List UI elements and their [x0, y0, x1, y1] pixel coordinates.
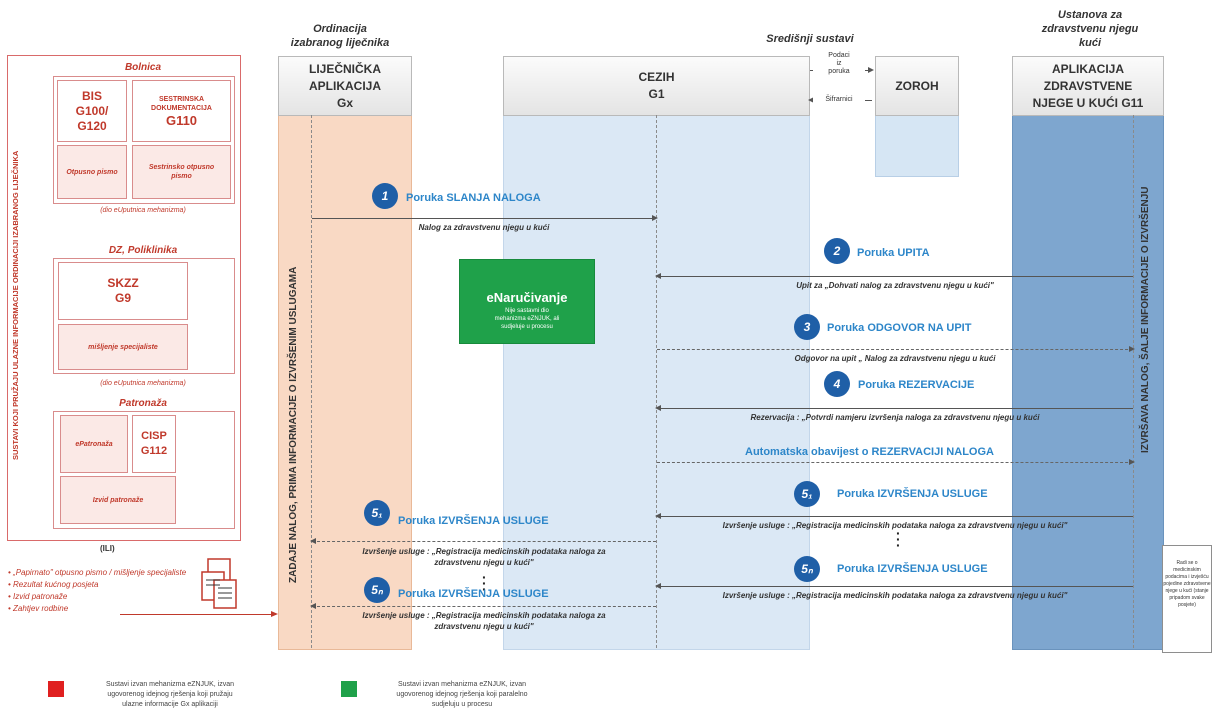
sestrinska-label: SESTRINSKA DOKUMENTACIJA	[151, 95, 212, 112]
patronaza-title: Patronaža	[119, 398, 167, 409]
legend-red-swatch	[48, 681, 64, 697]
step-4-circle: 4	[824, 371, 850, 397]
dio-euputnica-2: (dio eUputnica mehanizma)	[100, 380, 186, 387]
sredisnji-header: Središnji sustavi	[766, 33, 854, 45]
ustanova-header: Ustanova za zdravstvenu njegu kući	[1041, 9, 1139, 49]
zoroh-column-header: ZOROH	[875, 56, 959, 116]
gx-column-header: LIJEČNIČKA APLIKACIJA Gx	[278, 56, 412, 116]
g11-column-header: APLIKACIJA ZDRAVSTVENE NJEGE U KUĆI G11	[1012, 56, 1164, 116]
skzz-box: SKZZ G9	[58, 262, 188, 320]
dz-group	[53, 258, 235, 374]
bullet-item: • Izvid patronaže	[8, 592, 68, 601]
step-3-caption: Odgovor na upit „ Nalog za zdravstvenu n…	[794, 354, 996, 363]
gx-step-5-1-arrow	[310, 538, 656, 544]
enarucivanje-title: eNaručivanje	[486, 290, 568, 305]
step-1-arrow	[312, 215, 658, 221]
legend-green-text: Sustavi izvan mehanizma eZNJUK, izvan ug…	[396, 681, 528, 708]
g11-lane	[1012, 115, 1164, 650]
gx-step-5-1-label: Poruka IZVRŠENJA USLUGE	[398, 515, 549, 527]
zoroh-note-bottom: Šifrarnici	[813, 96, 865, 103]
dio-euputnica-1: (dio eUputnica mehanizma)	[100, 207, 186, 214]
bolnica-group	[53, 76, 235, 204]
zoroh-lane	[875, 115, 959, 177]
step-5-1-label: Poruka IZVRŠENJA USLUGE	[837, 488, 988, 500]
auto-notice-arrow	[657, 459, 1135, 465]
cezih-column-header: CEZIH G1	[503, 56, 810, 116]
continuation-dots-right: ···	[896, 525, 901, 553]
epatronaza-box: ePatronaža	[60, 415, 128, 473]
gx-lifeline	[311, 115, 312, 648]
legend-red-text: Sustavi izvan mehanizma eZNJUK, izvan ug…	[106, 681, 234, 708]
gx-step-5-1-circle: 5₁	[364, 500, 390, 526]
step-5-n-circle: 5ₙ	[794, 556, 820, 582]
step-1-label: Poruka SLANJA NALOGA	[406, 192, 541, 204]
cisp-box: CISP G112	[132, 415, 176, 473]
patronaza-group	[53, 411, 235, 529]
left-panel-vertical-label: SUSTAVI KOJI PRUŽAJU ULAZNE INFORMACIJE …	[11, 150, 20, 460]
step-2-circle: 2	[824, 238, 850, 264]
input-arrow	[120, 610, 278, 617]
legend-green-swatch	[341, 681, 357, 697]
step-5-n-label: Poruka IZVRŠENJA USLUGE	[837, 563, 988, 575]
step-4-caption: Rezervacija : „Potvrdi namjeru izvršenja…	[750, 413, 1040, 422]
step-3-label: Poruka ODGOVOR NA UPIT	[827, 322, 972, 334]
left-panel	[7, 55, 241, 541]
step-1-caption: Nalog za zdravstvenu njegu u kući	[418, 223, 550, 232]
continuation-dots-left: ···	[482, 569, 487, 597]
bullet-item: • Zahtjev rodbine	[8, 604, 69, 613]
sestrinsko-otpusno-box: Sestrinsko otpusno pismo	[132, 145, 231, 199]
note-document: Radi se o medicinskim podacima i izvješć…	[1162, 545, 1212, 653]
auto-notice-label: Automatska obavijest o REZERVACIJI NALOG…	[745, 446, 994, 458]
misljenje-box: mišljenje specijaliste	[58, 324, 188, 370]
cezih-lifeline	[656, 115, 657, 648]
izvid-box: Izvid patronaže	[60, 476, 176, 524]
note-document-text: Radi se o medicinskim podacima i izvješć…	[1163, 560, 1211, 608]
step-2-caption: Upit za „Dohvati nalog za zdravstvenu nj…	[796, 281, 994, 290]
gx-step-5-n-label: Poruka IZVRŠENJA USLUGE	[398, 588, 549, 600]
ordinacija-header: Ordinacija izabranog liječnika	[290, 23, 390, 49]
gx-step-5-n-arrow	[310, 603, 656, 609]
step-4-arrow	[655, 405, 1133, 411]
bullet-item: • „Papirnato" otpusno pismo / mišljenje …	[8, 568, 187, 577]
step-2-arrow	[655, 273, 1133, 279]
step-1-circle: 1	[372, 183, 398, 209]
g11-vertical-label: IZVRŠAVA NALOG, ŠALJE INFORMACIJE O IZVR…	[1140, 186, 1151, 454]
step-5-n-arrow	[655, 583, 1133, 589]
step-5-1-circle: 5₁	[794, 481, 820, 507]
dz-title: DZ, Poliklinika	[108, 245, 178, 256]
gx-step-5-n-caption: Izvršenje usluge : „Registracija medicin…	[362, 611, 606, 631]
otpusno-box: Otpusno pismo	[57, 145, 127, 199]
step-5-n-caption: Izvršenje usluge : „Registracija medicin…	[722, 591, 1068, 600]
enarucivanje-sub: Nije sastavni dio mehanizma eZNJUK, ali …	[494, 308, 560, 330]
step-5-1-caption: Izvršenje usluge : „Registracija medicin…	[722, 521, 1068, 530]
step-3-circle: 3	[794, 314, 820, 340]
gx-step-5-n-circle: 5ₙ	[364, 577, 390, 603]
ili-label: (ILI)	[100, 544, 115, 553]
g110-label: G110	[165, 112, 198, 128]
step-3-arrow	[657, 346, 1135, 352]
gx-step-5-1-caption: Izvršenje usluge : „Registracija medicin…	[362, 547, 606, 567]
enarucivanje-box: eNaručivanje Nije sastavni dio mehanizma…	[459, 259, 595, 344]
left-bullets: • „Papirnato" otpusno pismo / mišljenje …	[8, 567, 188, 615]
gx-vertical-label: ZADAJE NALOG, PRIMA INFORMACIJE O IZVRŠE…	[288, 266, 299, 584]
zoroh-note-top: Podaci iz poruka	[813, 52, 865, 76]
bis-box: BIS G100/ G120	[57, 80, 127, 142]
bullet-item: • Rezultat kućnog posjeta	[8, 580, 99, 589]
g110-box: SESTRINSKA DOKUMENTACIJA G110	[132, 80, 231, 142]
step-4-label: Poruka REZERVACIJE	[858, 379, 975, 391]
bolnica-title: Bolnica	[124, 62, 162, 73]
step-2-label: Poruka UPITA	[857, 247, 930, 259]
document-stack-icon	[200, 558, 238, 615]
g11-lifeline	[1133, 115, 1134, 648]
step-5-1-arrow	[655, 513, 1133, 519]
